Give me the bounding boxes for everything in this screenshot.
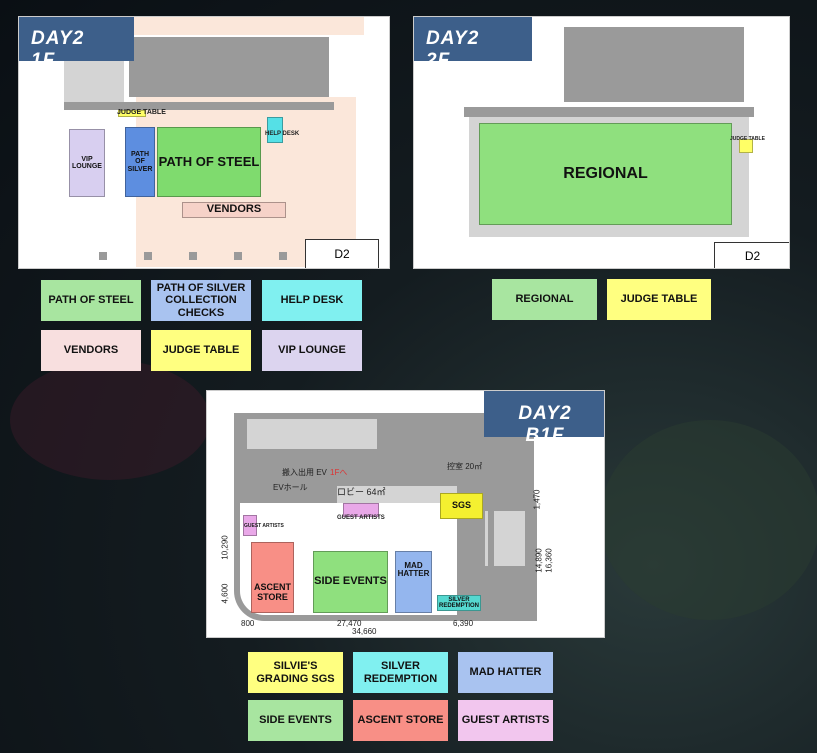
legend-side-events: SIDE EVENTS (248, 700, 343, 741)
legend-path-of-silver: PATH OF SILVER COLLECTION CHECKS (151, 280, 251, 321)
floor-title-b1f: DAY2 B1F (484, 391, 604, 446)
guest-artists-label-left: GUEST ARTISTS (244, 523, 284, 529)
legend-path-of-steel: PATH OF STEEL (41, 280, 141, 321)
guest-artists-label-center: GUEST ARTISTS (337, 515, 385, 521)
guest-artists-zone-left (243, 515, 257, 536)
legend-help-desk: HELP DESK (262, 280, 362, 321)
help-desk-label: HELP DESK (265, 131, 300, 137)
ev-hall-label: EVホール (273, 483, 308, 492)
waiting-room-label: 控室 20㎡ (447, 462, 483, 471)
floor-title-1f: DAY2 1F (19, 17, 134, 71)
path-of-steel-zone: PATH OF STEEL (157, 127, 261, 197)
judge-table-label: JUDGE TABLE (117, 109, 166, 116)
dimension-14890: 14,890 (534, 548, 544, 573)
legend-vip-lounge: VIP LOUNGE (262, 330, 362, 371)
legend-regional: REGIONAL (492, 279, 597, 320)
dimension-27470: 27,470 (337, 619, 362, 628)
dimension-1470: 1,470 (532, 489, 542, 510)
background-decoration (10, 360, 210, 480)
gate-d2-label-2f: D2 (714, 242, 789, 268)
legend-mad-hatter: MAD HATTER (458, 652, 553, 693)
to-1f-label: 1Fへ (330, 468, 348, 477)
legend-guest-artists: GUEST ARTISTS (458, 700, 553, 741)
floor-title-2f: DAY2 2F (414, 17, 532, 71)
mad-hatter-zone: MAD HATTER (395, 551, 432, 613)
guest-artists-zone-center (343, 503, 379, 517)
legend-judge-table: JUDGE TABLE (151, 330, 251, 371)
judge-table-zone (118, 110, 146, 117)
judge-table-zone-2f (739, 139, 753, 153)
freight-ev-label: 搬入出用 EV (282, 468, 327, 477)
silver-redemption-zone: SILVER REDEMPTION (437, 595, 481, 611)
dimension-10290: 10,290 (220, 535, 230, 560)
legend-vendors: VENDORS (41, 330, 141, 371)
dimension-16360: 16,360 (544, 548, 554, 573)
vip-lounge-zone: VIP LOUNGE (69, 129, 105, 197)
dimension-4600: 4,600 (220, 583, 230, 604)
ascent-store-zone: ASCENT STORE (251, 542, 294, 613)
gate-d2-label: D2 (305, 239, 379, 268)
judge-table-label-2f: JUDGE TABLE (730, 136, 765, 142)
path-of-silver-zone: PATH OF SILVER (125, 127, 155, 197)
dimension-800: 800 (241, 619, 255, 628)
sgs-zone: SGS (440, 493, 483, 519)
dimension-34660: 34,660 (352, 627, 377, 636)
background-decoration (600, 420, 817, 620)
help-desk-zone (267, 117, 283, 143)
side-events-zone: SIDE EVENTS (313, 551, 388, 613)
vendors-zone: VENDORS (182, 202, 286, 218)
legend-silver-redemption: SILVER REDEMPTION (353, 652, 448, 693)
legend-sgs: SILVIE'S GRADING SGS (248, 652, 343, 693)
lobby-label: ロビー 64㎡ (337, 487, 386, 497)
regional-zone: REGIONAL (479, 123, 732, 225)
legend-ascent-store: ASCENT STORE (353, 700, 448, 741)
legend-judge-table-2f: JUDGE TABLE (607, 279, 711, 320)
dimension-6390: 6,390 (453, 619, 474, 628)
floor-map-1f: JUDGE TABLE VIP LOUNGE PATH OF SILVER PA… (18, 16, 390, 269)
floor-map-2f: REGIONAL JUDGE TABLE D2 DAY2 2F (413, 16, 790, 269)
floor-map-b1f: ロビー 64㎡ EVホール 搬入出用 EV 1Fへ 控室 20㎡ SGS GUE… (206, 390, 605, 638)
